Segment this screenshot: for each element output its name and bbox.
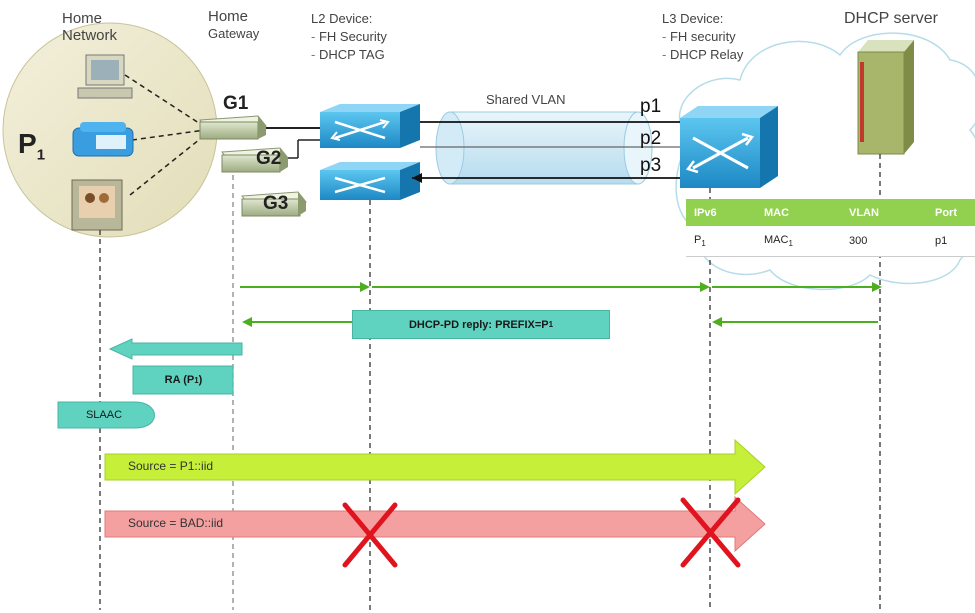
phone-icon <box>72 122 134 157</box>
gateway-g3-label: G3 <box>263 193 289 214</box>
dhcp-request-arrows <box>240 282 882 292</box>
binding-table-row: P1 MAC1 300 p1 <box>686 226 975 257</box>
l3-switch-icon <box>680 106 778 188</box>
port-p1-label: p1 <box>640 96 662 117</box>
gateway-g2-label: G2 <box>256 148 282 169</box>
prefix-p1-label: P1 <box>18 128 46 164</box>
ra-arrow <box>108 338 243 360</box>
dhcp-server-label: DHCP server <box>844 10 938 27</box>
l2-device-label: L2 Device: FH Security DHCP TAG <box>311 10 387 64</box>
source-good-arrow <box>104 438 766 496</box>
source-bad-arrow <box>104 495 766 553</box>
dhcp-server-icon <box>857 40 914 155</box>
gateway-g3-icon <box>241 191 307 217</box>
binding-table: IPv6 MAC VLAN Port P1 MAC1 300 p1 <box>686 199 975 257</box>
gateway-g1-icon <box>199 115 267 140</box>
l3-device-label: L3 Device: FH security DHCP Relay <box>662 10 743 64</box>
blocked-cross-l3-icon <box>680 497 741 568</box>
binding-table-header: IPv6 MAC VLAN Port <box>686 199 975 226</box>
source-good-label: Source = P1::iid <box>128 459 214 473</box>
video-phone-icon <box>71 179 123 231</box>
ra-box <box>132 365 234 395</box>
port-p2-label: p2 <box>640 128 662 149</box>
l2-switch-bottom-icon <box>320 162 420 200</box>
dhcp-reply-arrows <box>242 317 878 327</box>
home-network-label: Home Network <box>62 10 118 44</box>
slaac-shape <box>57 401 155 429</box>
blocked-cross-l2-icon <box>342 502 398 568</box>
shared-vlan-tunnel <box>435 111 653 185</box>
shared-vlan-label: Shared VLAN <box>486 92 566 107</box>
source-bad-label: Source = BAD::iid <box>128 516 224 530</box>
computer-icon <box>77 54 133 99</box>
l2-switch-top-icon <box>320 104 420 148</box>
home-gateway-label: Home Gateway <box>208 8 260 41</box>
port-p3-label: p3 <box>640 155 662 176</box>
gateway-g2-icon <box>221 147 289 173</box>
gateway-g1-label: G1 <box>223 93 249 114</box>
slaac-label: SLAAC <box>85 409 123 421</box>
